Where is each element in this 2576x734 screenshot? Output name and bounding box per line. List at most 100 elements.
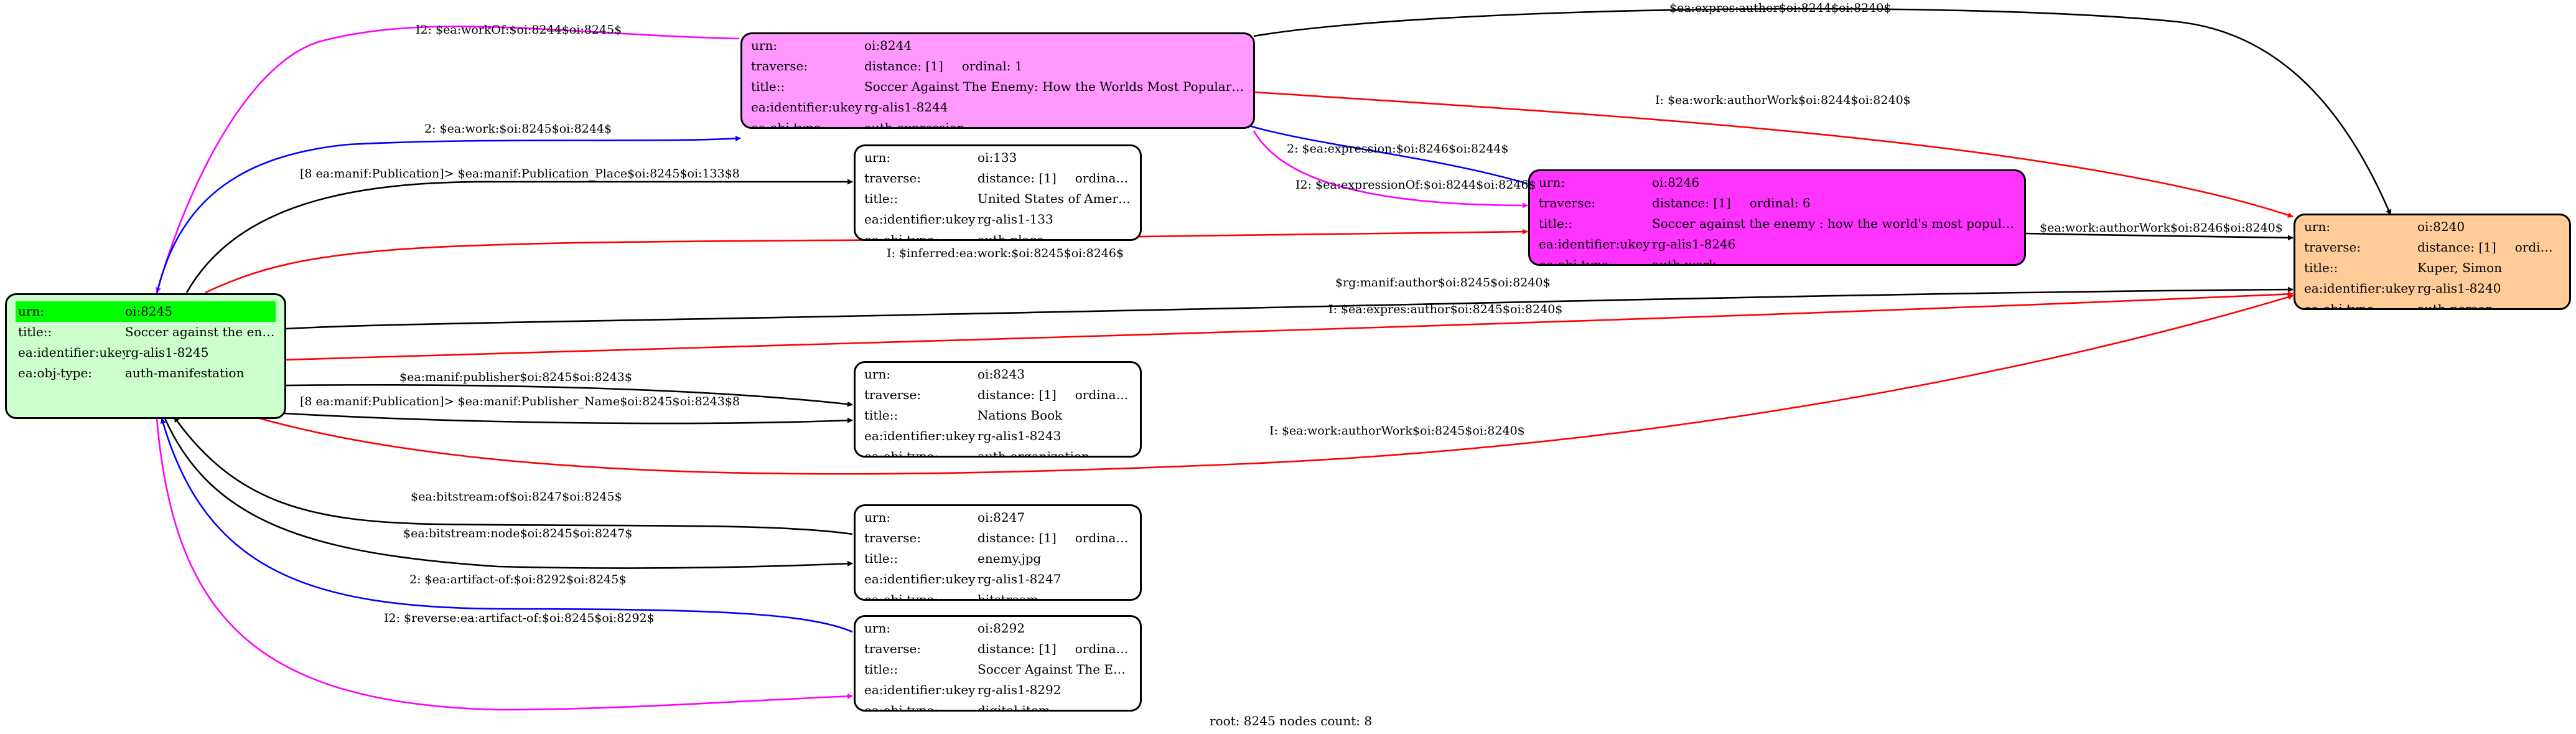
edge-label: 2: $ea:work:$oi:8245$oi:8244$ xyxy=(424,122,612,136)
edge-label: I2: $reverse:ea:artifact-of:$oi:8245$oi:… xyxy=(384,611,655,625)
row-value: digital-item xyxy=(978,703,1050,712)
row-value: oi:8292 xyxy=(978,621,1025,636)
row-value: Nations Book xyxy=(978,408,1063,423)
edge-label: 2: $ea:artifact-of:$oi:8292$oi:8245$ xyxy=(409,573,627,586)
row-value-ordinal: ordinal: 2 xyxy=(1075,530,1131,545)
row-value: auth-manifestation xyxy=(125,365,245,380)
node-row-traverse: traverse:distance: [1]ordinal: 1 xyxy=(751,56,1244,77)
edge-rg-manif-author-8245-8240 xyxy=(233,286,2294,334)
row-value: Soccer against the enemy xyxy=(125,324,276,339)
row-key: ea:obj-type: xyxy=(864,449,939,458)
node-row-obj-type: ea:obj-type:auth-place xyxy=(864,230,1131,241)
row-value: rg-alis1-8240 xyxy=(2417,281,2501,296)
row-value: auth-expression xyxy=(864,120,965,129)
row-key: ea:identifier:ukey xyxy=(864,572,976,586)
row-key: traverse: xyxy=(2304,240,2361,255)
row-value-ordinal: ordinal: 5 xyxy=(1075,387,1131,402)
row-value: Soccer against the enemy : how the world… xyxy=(1652,216,2015,231)
node-row-urn: urn: oi:8292 xyxy=(864,618,1131,639)
graph-footer: root: 8245 nodes count: 8 xyxy=(1210,713,1373,728)
node-row-obj-type: ea:obj-type:auth-person xyxy=(2304,299,2560,310)
row-value: oi:8245 xyxy=(125,304,173,319)
row-value: rg-alis1-133 xyxy=(978,212,1053,227)
row-value: rg-alis1-8292 xyxy=(978,682,1062,697)
node-row-urn: urn:oi:8240 xyxy=(2304,217,2560,237)
row-value: distance: [1] xyxy=(978,387,1057,402)
edge-label: $rg:manif:author$oi:8245$oi:8240$ xyxy=(1335,276,1551,289)
edge-bitstream-node-8245-8247 xyxy=(164,418,853,569)
node-133[interactable]: urn:oi:133 traverse:distance: [1]ordinal… xyxy=(854,144,1142,241)
row-key: ea:obj-type: xyxy=(751,120,826,129)
row-key: traverse: xyxy=(1539,195,1596,210)
node-row-urn: urn:oi:133 xyxy=(864,148,1131,168)
edge-artifact-of-8292-8245 xyxy=(160,418,853,633)
row-key: urn: xyxy=(751,38,778,53)
edge-work-authorwork-8244-8240 xyxy=(1253,91,2294,218)
edge-reverse-artifact-of-8245-8292 xyxy=(156,418,853,711)
row-key: title:: xyxy=(751,79,785,94)
edge-label: I: $inferred:ea:work:$oi:8245$oi:8246$ xyxy=(887,247,1124,260)
row-value-ordinal: ordinal: 6 xyxy=(1749,195,1811,210)
row-key: traverse: xyxy=(864,171,922,186)
edge-label: I: $ea:work:authorWork$oi:8244$oi:8240$ xyxy=(1655,93,1911,107)
row-value: oi:8243 xyxy=(978,367,1025,382)
edge-label: I2: $ea:expressionOf:$oi:8244$oi:8246$ xyxy=(1295,178,1536,192)
row-key: title:: xyxy=(1539,216,1573,231)
node-8247[interactable]: urn:oi:8247 traverse:distance: [1]ordina… xyxy=(854,504,1142,601)
row-key: title:: xyxy=(864,551,898,566)
row-key: urn: xyxy=(18,304,45,319)
row-value-ordinal: ordinal: 7 xyxy=(1075,171,1131,186)
node-row-title: title::Soccer Against The Enemy: How the… xyxy=(751,77,1244,97)
row-value-ordinal: ordinal: 1 xyxy=(961,59,1023,73)
row-value: United States of America xyxy=(978,191,1131,206)
row-key: ea:identifier:ukey xyxy=(751,100,862,115)
row-key: urn: xyxy=(864,621,891,636)
node-8246[interactable]: urn:oi:8246 traverse:distance: [1]ordina… xyxy=(1528,169,2026,266)
node-8240[interactable]: urn:oi:8240 traverse:distance: [1]ordina… xyxy=(2294,214,2571,310)
row-key: ea:obj-type: xyxy=(864,232,939,241)
edge-label: $ea:expres:author$oi:8244$oi:8240$ xyxy=(1669,1,1892,15)
edge-manif-publisher-8245-8243 xyxy=(242,384,853,407)
node-8243[interactable]: urn: oi:8243 traverse: distance: [1] ordina… xyxy=(854,361,1142,458)
row-key: traverse: xyxy=(864,387,922,402)
edge-label: $ea:manif:publisher$oi:8245$oi:8243$ xyxy=(399,370,632,384)
row-key: urn: xyxy=(1539,175,1566,190)
row-key: ea:obj-type: xyxy=(18,365,93,380)
node-8292[interactable]: urn:oi:8292 traverse:distance: [1]ordina… xyxy=(854,615,1142,712)
edge-label: $ea:work:authorWork$oi:8246$oi:8240$ xyxy=(2040,221,2283,235)
node-row-title: title::Nations Book xyxy=(864,405,1131,426)
node-8244[interactable]: urn:oi:8244 traverse:distance: [1]ordina… xyxy=(740,32,1255,129)
row-value: distance: [1] xyxy=(864,59,943,73)
row-key: ea:identifier:ukey xyxy=(1539,237,1650,252)
row-value: auth-organization xyxy=(978,449,1090,458)
node-row-traverse: traverse: distance: [1] ordinal: 5 xyxy=(864,385,1131,405)
edge-label: [8 ea:manif:Publication]> $ea:manif:Publ… xyxy=(300,167,740,181)
node-row-urn: urn:oi:8246 xyxy=(1539,172,2015,193)
row-key: ea:obj-type: xyxy=(2304,301,2379,310)
node-row-title: title::Soccer against the enemy : how th… xyxy=(1539,214,2015,234)
row-value: enemy.jpg xyxy=(978,551,1042,566)
edge-work-authorwork-8245-8240 xyxy=(254,294,2294,475)
edge-label: $ea:bitstream:of$oi:8247$oi:8245$ xyxy=(411,490,622,504)
row-value: rg-alis1-8244 xyxy=(864,100,948,115)
row-value: distance: [1] xyxy=(2417,240,2496,255)
node-row-traverse: traverse:distance: [1]ordinal: 7 xyxy=(864,168,1131,189)
node-row-title: title::enemy.jpg xyxy=(864,548,1131,569)
row-key: traverse: xyxy=(864,530,922,545)
node-row-title: title::Soccer Against The Enemy xyxy=(864,659,1131,680)
node-row-title: title::Soccer against the enemy xyxy=(16,322,276,342)
row-value: Soccer Against The Enemy xyxy=(978,662,1131,677)
row-key: title:: xyxy=(2304,260,2338,275)
edge-expres-author-8244-8240 xyxy=(1253,7,2392,215)
node-8245[interactable]: urn: oi:8245 title::Soccer against the en… xyxy=(5,293,286,419)
row-key: ea:identifier:ukey xyxy=(18,345,125,360)
row-key: urn: xyxy=(864,367,891,382)
row-value: oi:8247 xyxy=(978,510,1025,525)
